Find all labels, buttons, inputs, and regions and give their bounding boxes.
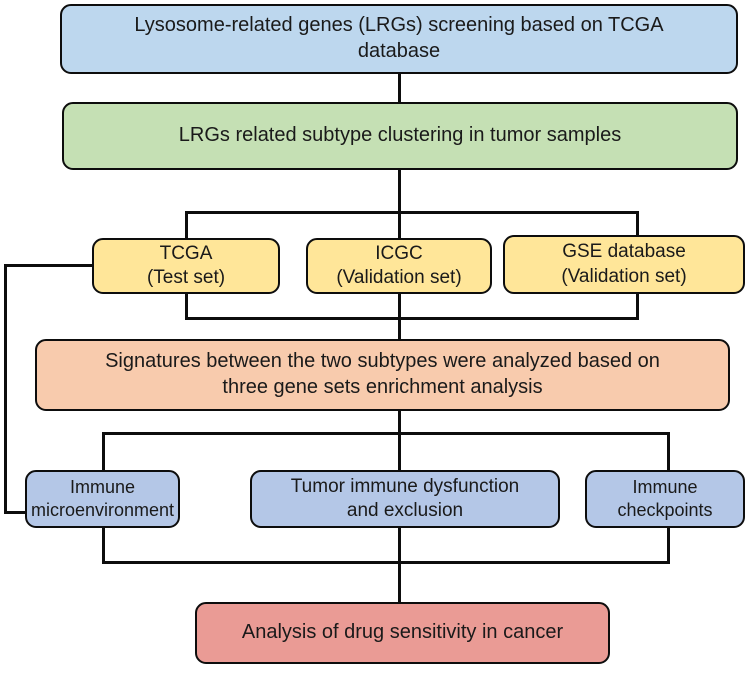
connector-clustering-icgc [398,168,401,240]
node-immune-microenvironment: Immune microenvironment [25,470,180,528]
node-drug-sensitivity: Analysis of drug sensitivity in cancer [195,602,610,664]
node-immune-checkpoints: Immune checkpoints [585,470,745,528]
node-tcga-test-set: TCGA (Test set) [92,238,280,294]
node-signatures-analysis: Signatures between the two subtypes were… [35,339,730,411]
connector-bottom-bracket-yellow [185,317,639,320]
connector-left-branch-bottom [4,511,30,514]
connector-bracket-tcga [185,211,188,240]
connector-gse-bottom-bracket [636,292,639,320]
connector-tide-drug [398,526,401,604]
connector-screening-clustering [398,72,401,104]
connector-bracket-checkpoints [667,432,670,473]
connector-signatures-tide [398,409,401,471]
connector-immune-micro-bottom [102,526,105,564]
connector-bottom-bracket-immune [102,561,670,564]
node-tumor-immune-dysfunction: Tumor immune dysfunction and exclusion [250,470,560,528]
node-lrg-screening: Lysosome-related genes (LRGs) screening … [60,4,738,74]
node-gse-validation-set: GSE database (Validation set) [503,235,745,294]
connector-left-branch-top [4,264,94,267]
connector-bracket-immune-micro [102,432,105,472]
connector-top-bracket [185,211,639,214]
connector-bracket-gse [636,211,639,238]
connector-bracket-immune-row [102,432,670,435]
connector-icgc-signatures [398,292,401,340]
node-subtype-clustering: LRGs related subtype clustering in tumor… [62,102,738,170]
connector-checkpoints-bottom [667,526,670,564]
connector-left-branch-vertical [4,264,7,514]
node-icgc-validation-set: ICGC (Validation set) [306,238,492,294]
connector-tcga-bottom-bracket [185,292,188,320]
